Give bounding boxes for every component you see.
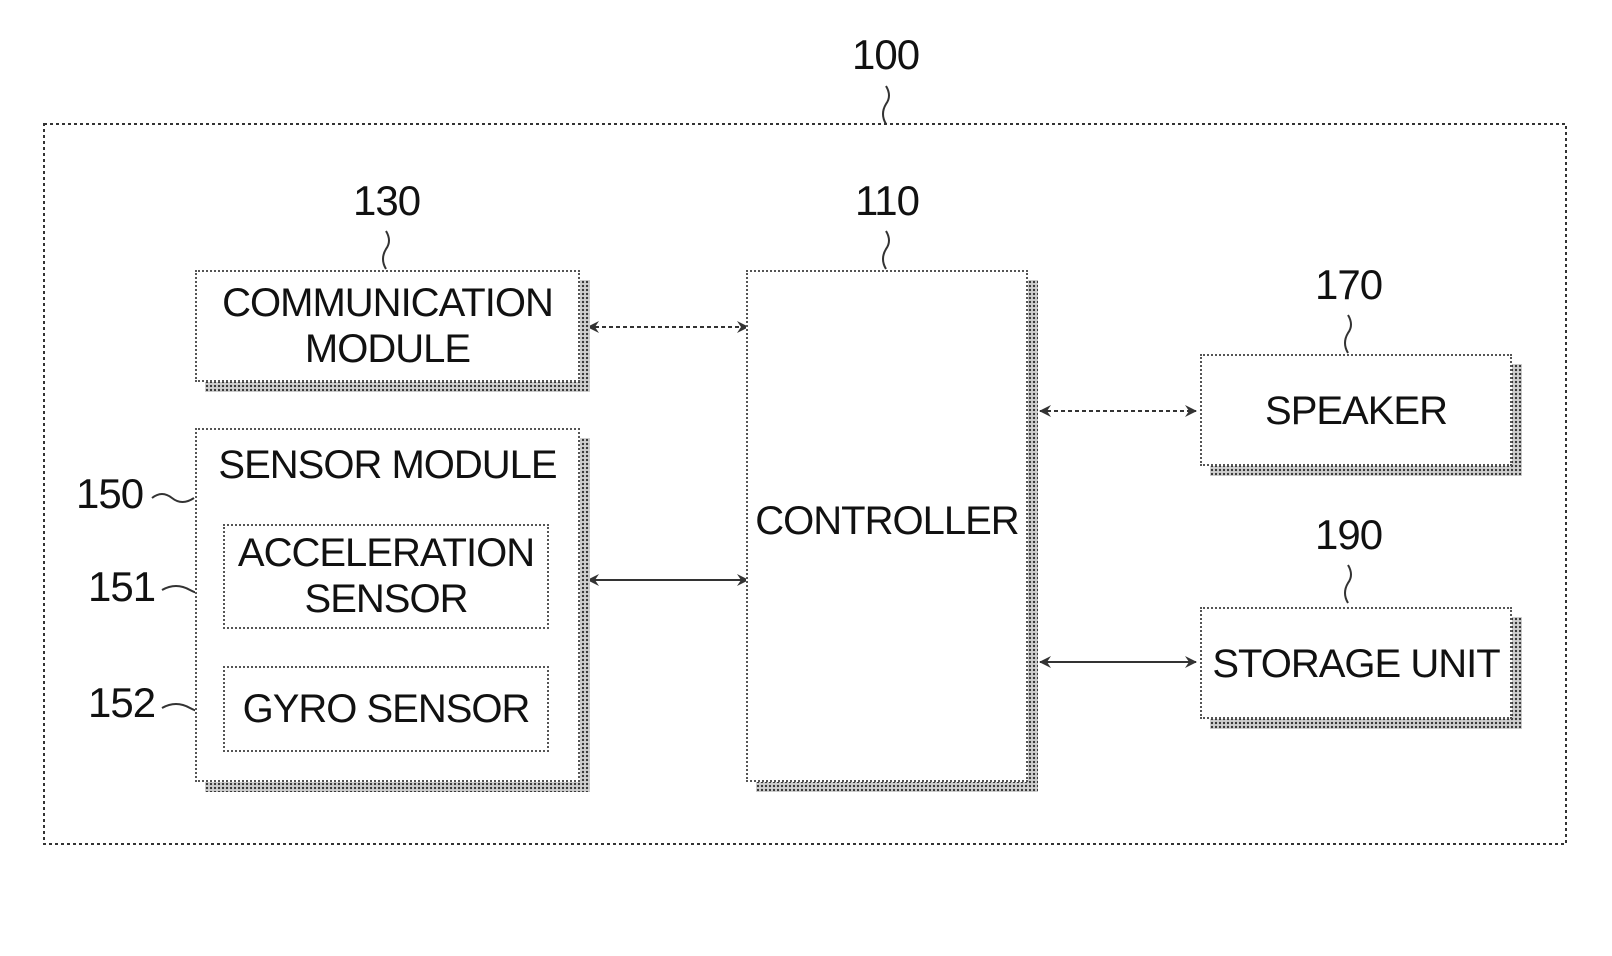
ref-152: 152 (88, 682, 155, 724)
leader-110 (883, 231, 889, 269)
ref-130: 130 (353, 180, 420, 222)
ref-150: 150 (76, 473, 143, 515)
storage-unit-label: STORAGE UNIT (1202, 641, 1510, 687)
speaker-label: SPEAKER (1202, 388, 1510, 434)
communication-module-label-line2: MODULE (197, 326, 578, 372)
sensor-module-box: SENSOR MODULE ACCELERATION SENSOR GYRO S… (195, 428, 580, 782)
communication-module-box: COMMUNICATION MODULE (195, 270, 580, 382)
ref-100: 100 (852, 34, 919, 76)
controller-label: CONTROLLER (748, 498, 1026, 544)
gyro-sensor-box: GYRO SENSOR (223, 666, 549, 752)
ref-190: 190 (1315, 514, 1382, 556)
acceleration-sensor-label-line2: SENSOR (225, 576, 547, 622)
speaker-box: SPEAKER (1200, 354, 1512, 466)
sensor-module-label: SENSOR MODULE (197, 442, 578, 488)
ref-170: 170 (1315, 264, 1382, 306)
leader-130 (383, 231, 389, 269)
leader-100 (883, 86, 889, 124)
leader-150 (152, 494, 194, 502)
ref-110: 110 (855, 180, 919, 222)
acceleration-sensor-box: ACCELERATION SENSOR (223, 524, 549, 629)
controller-box: CONTROLLER (746, 270, 1028, 782)
gyro-sensor-label: GYRO SENSOR (225, 686, 547, 732)
acceleration-sensor-label-line1: ACCELERATION (225, 530, 547, 576)
leader-190 (1345, 565, 1351, 603)
leader-170 (1345, 315, 1351, 353)
storage-unit-box: STORAGE UNIT (1200, 607, 1512, 719)
ref-151: 151 (88, 566, 155, 608)
communication-module-label-line1: COMMUNICATION (197, 280, 578, 326)
